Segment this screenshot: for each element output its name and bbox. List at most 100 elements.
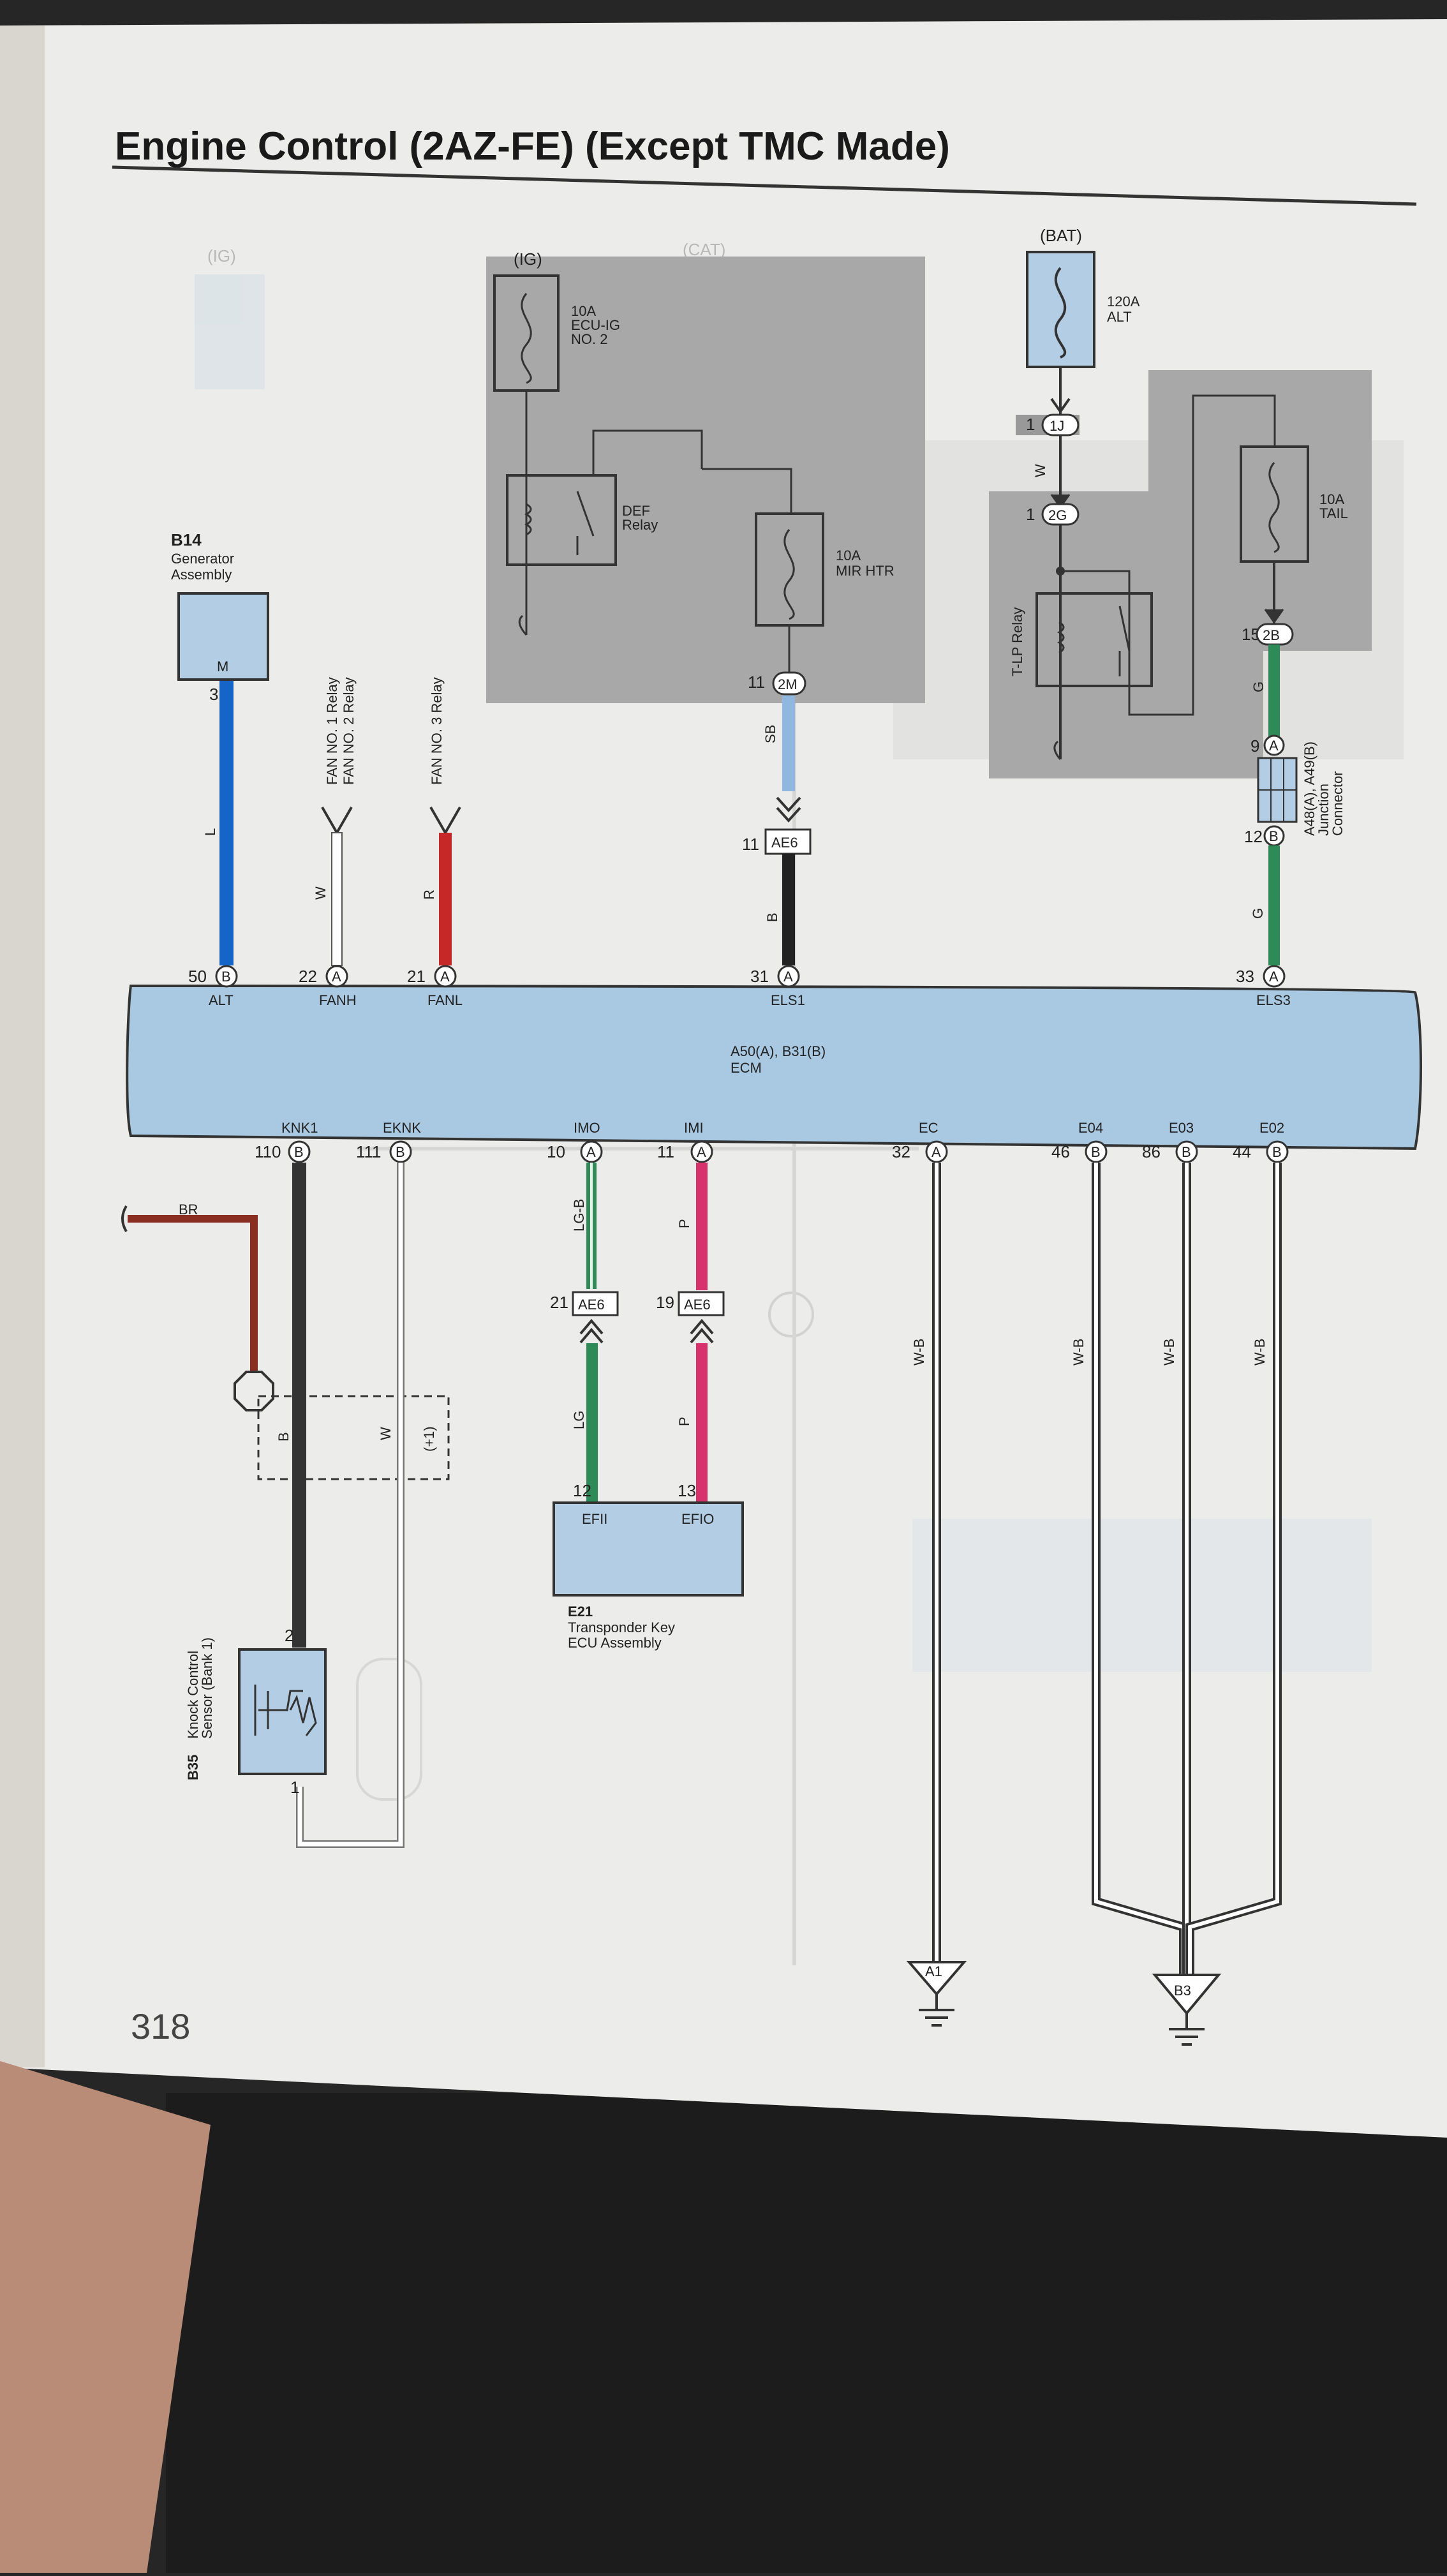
transponder-term-efii: EFII [582, 1511, 607, 1527]
c2b-id: 2B [1263, 627, 1280, 643]
generator-box [177, 592, 269, 681]
ig-source-label: (IG) [514, 249, 542, 269]
c2g-pin: 1 [1026, 505, 1035, 524]
text-line: Transponder Key [568, 1619, 675, 1635]
c2m-connector [772, 671, 806, 696]
wire-p-top-label: P [676, 1219, 692, 1228]
text-line: Generator [171, 551, 234, 567]
text-line: Knock Control [185, 1651, 201, 1739]
fan12-relay-label: FAN NO. 1 RelayFAN NO. 2 Relay [324, 677, 357, 785]
knock-label-group: B35 Knock ControlSensor (Bank 1) [185, 1637, 215, 1780]
ecm-top-pin-num: 21 [407, 967, 426, 986]
ecm-top-pin-connector [325, 965, 348, 988]
ecm-bottom-pin-conn: B [1091, 1144, 1101, 1160]
wire-br [128, 1215, 258, 1385]
fuse-mir-htr-icon [783, 529, 795, 620]
transponder-box [553, 1501, 744, 1597]
c2m-pin: 11 [748, 673, 765, 692]
jc-b-id: B [1269, 828, 1279, 844]
ae6-imo-chevron-icon [579, 1318, 604, 1344]
def-relay-wire [592, 429, 703, 475]
ae6-imo-id: AE6 [578, 1297, 605, 1313]
tlp-tail-wire [1060, 394, 1276, 716]
tlp-ground-curve [1053, 740, 1062, 760]
wire-p-bot-label: P [676, 1417, 692, 1426]
ecm-bottom-pin-connector [580, 1140, 603, 1163]
ecm-bottom-pin-name: IMO [574, 1120, 600, 1136]
ground-wires [932, 1163, 1282, 1975]
ecm-top-pin-name: ELS1 [771, 992, 805, 1008]
knock-pin-2: 2 [285, 1626, 293, 1645]
def-relay-coil-icon [524, 503, 532, 536]
ecm-top-pin-connector [1263, 965, 1286, 988]
wire-imi-p [696, 1163, 708, 1290]
wire-wb-label: W-B [1161, 1339, 1177, 1366]
ecm-top-pin-num: 33 [1236, 967, 1254, 986]
text-line: TAIL [1319, 505, 1348, 521]
top-wire-color-label: B [764, 912, 780, 922]
wire-e02 [1188, 1163, 1279, 1975]
top-wire-color-label: W [313, 886, 329, 900]
bat-source-label: (BAT) [1040, 226, 1082, 245]
text-line: FAN NO. 2 Relay [341, 677, 357, 785]
ecm-bottom-pin-connector [925, 1140, 948, 1163]
text-line: FAN NO. 3 Relay [429, 677, 445, 785]
tlp-relay-coil-icon [1057, 621, 1065, 654]
wire-lgb-label: LG-B [571, 1199, 587, 1232]
tlp-relay-label: T-LP Relay [1009, 607, 1025, 676]
text-line: Junction [1316, 784, 1332, 836]
page-spine [0, 26, 45, 2067]
ecm-bottom-pin-name: EC [919, 1120, 939, 1136]
fuse-alt-icon [1054, 267, 1067, 359]
ecm-bottom-pin-num: 44 [1233, 1142, 1251, 1161]
transponder-term-efio: EFIO [681, 1511, 714, 1527]
jc-a-pin: 9 [1250, 736, 1259, 756]
ecm-top-pin-name: ELS3 [1256, 992, 1291, 1008]
jc-a-connector [1263, 734, 1285, 756]
ecm-bottom-pin-connector [690, 1140, 713, 1163]
hand [0, 2061, 211, 2573]
junction-label-group: A48(A), A49(B)JunctionConnector [1302, 741, 1346, 836]
text-line: MIR HTR [836, 563, 894, 579]
shield-dashed-box [257, 1395, 450, 1480]
def-relay-box [506, 474, 617, 566]
ecm-bottom-pin-num: 46 [1051, 1142, 1070, 1161]
wire-knk-b-label: B [276, 1432, 292, 1441]
wire-g-top-label: G [1250, 681, 1266, 692]
top-wire-color-label: G [1250, 908, 1266, 919]
ae6-imo-pin: 21 [550, 1293, 568, 1312]
tlp-relay-switch-icon [1118, 606, 1131, 676]
jc-b-pin: 12 [1244, 827, 1263, 846]
faded-sensor [356, 1658, 422, 1801]
ecm-bottom-pin-name: EKNK [383, 1120, 421, 1136]
fuse-ecu-ig-icon [521, 293, 532, 384]
ecm-top-pin-num: 22 [299, 967, 317, 986]
ground-a1-label: A1 [925, 1963, 942, 1979]
ground-b3-icon [1152, 1974, 1222, 2016]
ecm-bottom-pin-conn: B [1182, 1144, 1191, 1160]
ecm-bottom-pin-num: 10 [547, 1142, 565, 1161]
ecm-top-pin-connector [777, 965, 800, 988]
ecm-bottom-pin-connector [1266, 1140, 1289, 1163]
wire-fanh-w [331, 832, 343, 966]
wire-els1-b [782, 854, 795, 965]
ecm-bottom-pin-num: 32 [892, 1142, 910, 1161]
text-line: Connector [1330, 771, 1346, 836]
text-line: 120A [1107, 294, 1140, 309]
faded-fuse-box [195, 274, 265, 389]
ground-a1-symbol-icon [919, 1994, 954, 2027]
wire-knk1-b [292, 1163, 306, 1648]
text-line: A48(A), A49(B) [1302, 741, 1317, 836]
fan3-relay-label: FAN NO. 3 Relay [429, 677, 445, 785]
ae6-imo-connector [572, 1291, 619, 1316]
ecm-top-pin-name: FANL [427, 992, 463, 1008]
